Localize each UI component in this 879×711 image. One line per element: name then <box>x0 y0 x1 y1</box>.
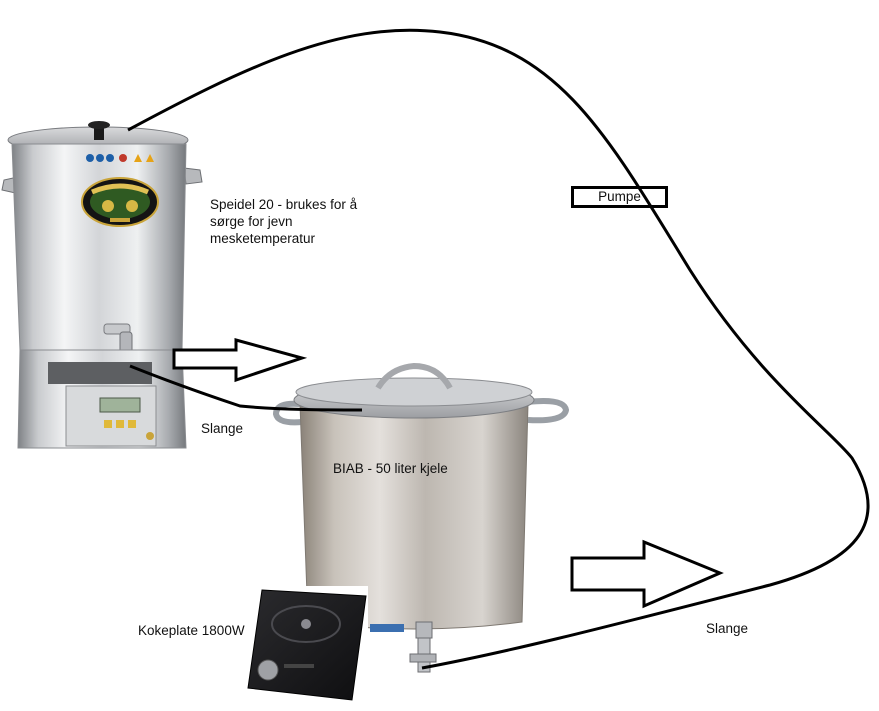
hotplate-label: Kokeplate 1800W <box>138 623 245 638</box>
transfer-hose <box>129 364 363 412</box>
hose-label-right: Slange <box>706 621 749 636</box>
speidel-label: Speidel 20 - brukes for å sørge for jevn… <box>210 197 358 246</box>
arrow-right-icon <box>570 539 724 609</box>
hotplate-image <box>246 586 368 710</box>
hose-label-left: Slange <box>201 421 244 436</box>
arrow-to-pot-icon <box>172 338 308 383</box>
control-panel <box>65 385 157 447</box>
pump-label-box: Pumpe <box>571 186 668 208</box>
speidel-braumeister-image <box>1 121 203 449</box>
pot-left-handle <box>272 400 303 426</box>
return-hose <box>127 28 870 670</box>
biab-label: BIAB - 50 liter kjele <box>333 461 448 476</box>
right-handle <box>183 167 203 185</box>
hotplate-knob-icon <box>257 659 279 681</box>
biab-pot-image <box>272 362 570 673</box>
pot-right-handle <box>527 398 570 424</box>
